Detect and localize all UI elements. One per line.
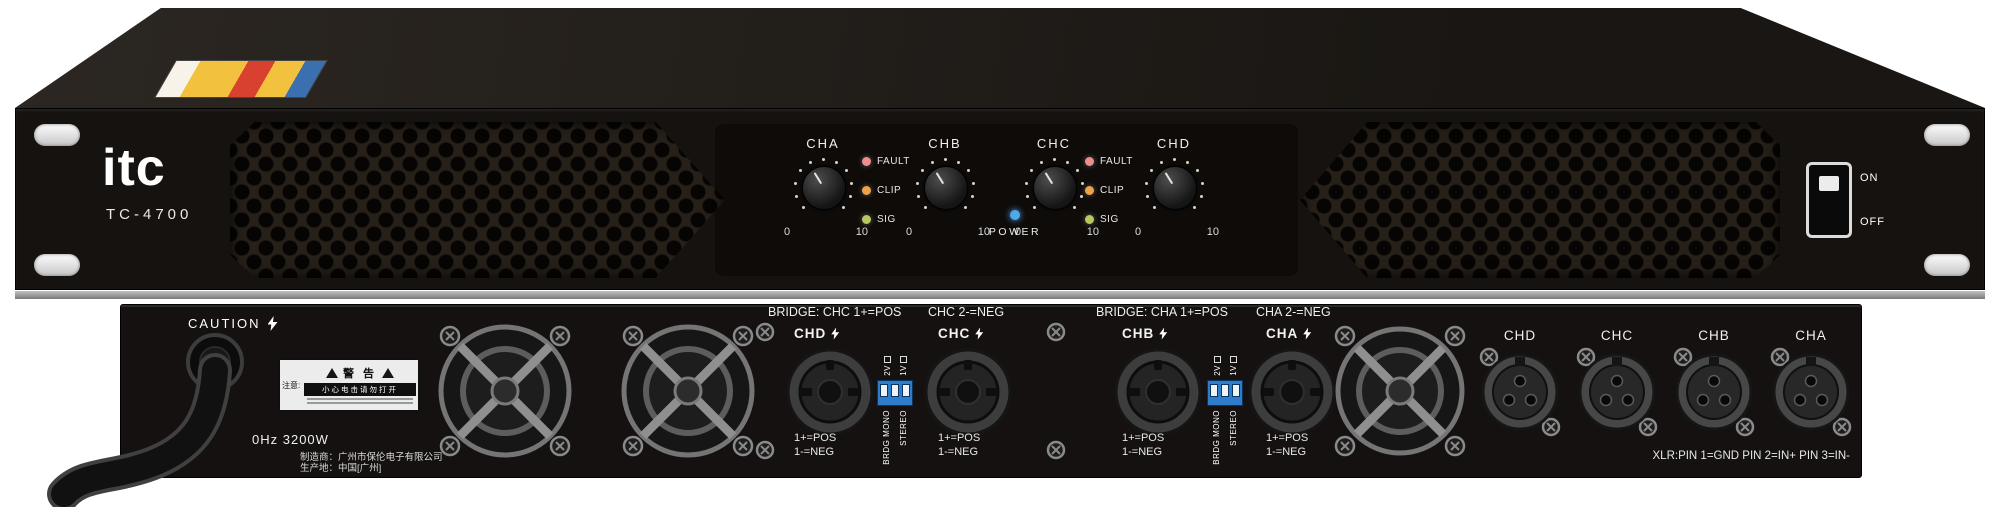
power-rating-text: 0Hz 3200W <box>252 432 329 447</box>
knob-scale-max: 10 <box>977 226 990 238</box>
model-number: TC-4700 <box>106 206 193 223</box>
knob-scale-max: 10 <box>1086 226 1099 238</box>
bridge-label: BRIDGE: CHA 1+=POS <box>1096 305 1228 319</box>
chassis-bottom-edge <box>15 291 1985 299</box>
bridge-label: BRIDGE: CHC 1+=POS <box>768 305 902 319</box>
channel-knob-group-cha: CHA 0 10 <box>778 136 868 246</box>
mode-dip-switch[interactable] <box>877 380 913 406</box>
rear-channel-label-chd: CHD <box>794 326 840 341</box>
rack-screw-hole <box>1924 254 1970 276</box>
fault-led <box>1085 157 1094 166</box>
power-indicator: POWER <box>975 210 1055 238</box>
rear-channel-label-chc: CHC <box>938 326 984 341</box>
xlr-label-chd: CHD <box>1503 328 1537 343</box>
clip-led <box>1085 186 1094 195</box>
led-indicator-group-1: FAULT CLIP SIG <box>862 156 946 243</box>
power-switch-off-label: OFF <box>1860 216 1885 228</box>
gain-knob-chb[interactable] <box>924 166 968 210</box>
lightning-bolt-icon <box>1159 327 1168 340</box>
channel-label: CHB <box>928 136 962 151</box>
power-led <box>1010 210 1020 220</box>
knob-scale-min: 0 <box>1015 226 1022 238</box>
warning-label: 注意: 警 告 小心电击请勿打开 <box>278 358 420 412</box>
dip-indicator-square <box>1213 356 1221 364</box>
bridge-label: CHA 2-=NEG <box>1256 305 1331 319</box>
dip-switch-column: 2V 1V BRDG MONO STEREO <box>1202 336 1248 468</box>
dip-lever[interactable] <box>902 384 911 397</box>
knob-scale-max: 10 <box>1206 226 1219 238</box>
warning-triangle-icon <box>382 367 395 378</box>
knob-scale-min: 0 <box>784 226 791 238</box>
channel-label: CHD <box>1156 136 1192 151</box>
channel-label: CHA <box>806 136 840 151</box>
channel-knob-group-chb: CHB 0 10 <box>900 136 990 246</box>
sig-led <box>1085 215 1094 224</box>
knob-scale-min: 0 <box>1135 226 1142 238</box>
gain-knob-chd[interactable] <box>1153 166 1197 210</box>
rack-screw-hole <box>34 254 80 276</box>
knob-scale-max: 10 <box>855 226 868 238</box>
left-ventilation-grille <box>230 122 725 278</box>
gain-knob-cha[interactable] <box>802 166 846 210</box>
lightning-bolt-icon <box>1303 327 1312 340</box>
warning-triangle-icon <box>325 367 338 378</box>
power-switch-rocker[interactable] <box>1819 176 1839 191</box>
bridge-label: CHC 2-=NEG <box>928 305 1005 319</box>
lightning-bolt-icon <box>267 316 278 331</box>
unit-top-surface <box>15 8 1985 108</box>
warning-fine-print <box>307 397 413 400</box>
dip-lever[interactable] <box>1209 384 1218 397</box>
rear-channel-label-cha: CHA <box>1266 326 1312 341</box>
gain-knob-chc[interactable] <box>1033 166 1077 210</box>
xlr-pin-note: XLR:PIN 1=GND PIN 2=IN+ PIN 3=IN- <box>1652 450 1851 462</box>
dip-indicator-square <box>883 356 891 364</box>
fault-led <box>862 157 871 166</box>
clip-led <box>862 186 871 195</box>
dip-lever[interactable] <box>879 384 888 397</box>
knob-scale-min: 0 <box>906 226 913 238</box>
rack-screw-hole <box>1924 124 1970 146</box>
channel-label: CHC <box>1036 136 1072 151</box>
sig-led <box>862 215 871 224</box>
warning-fine-print <box>307 401 413 404</box>
channel-knob-group-chd: CHD 0 10 <box>1129 136 1219 246</box>
channel-knob-group-chc: CHC 0 10 <box>1009 136 1099 246</box>
xlr-label-chb: CHB <box>1698 328 1730 343</box>
lightning-bolt-icon <box>975 327 984 340</box>
dip-lever[interactable] <box>890 384 899 397</box>
xlr-label-chc: CHC <box>1600 328 1634 343</box>
led-indicator-group-2: FAULT CLIP SIG <box>1085 156 1169 243</box>
brand-logo: itc <box>102 139 166 197</box>
power-switch-on-label: ON <box>1860 172 1879 184</box>
caution-label: CAUTION <box>188 316 278 331</box>
right-ventilation-grille <box>1300 122 1780 278</box>
power-switch[interactable] <box>1806 162 1852 238</box>
xlr-label-cha: CHA <box>1795 328 1827 343</box>
warning-note: 注意: <box>282 380 301 390</box>
warning-bar-text: 小心电击请勿打开 <box>304 382 416 396</box>
mode-dip-switch[interactable] <box>1207 380 1243 406</box>
lightning-bolt-icon <box>831 327 840 340</box>
manufacturer-text: 制造商：广州市保伦电子有限公司 生产地：中国[广州] <box>300 452 443 474</box>
rack-screw-hole <box>34 124 80 146</box>
dip-lever[interactable] <box>1220 384 1229 397</box>
dip-lever[interactable] <box>1232 384 1241 397</box>
dip-indicator-square <box>899 356 907 364</box>
dip-switch-column: 2V 1V BRDG MONO STEREO <box>872 336 918 468</box>
dip-indicator-square <box>1229 356 1237 364</box>
rear-channel-label-chb: CHB <box>1122 326 1168 341</box>
